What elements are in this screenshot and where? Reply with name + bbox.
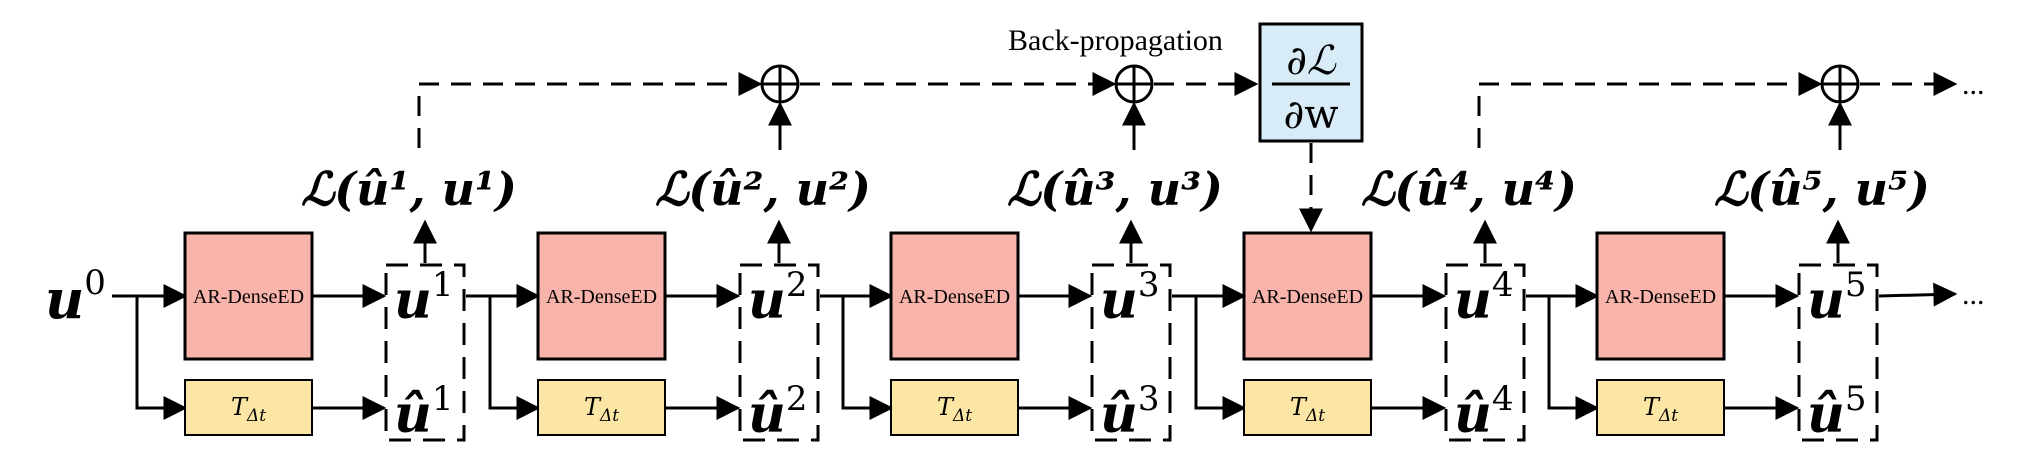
solver-input-arrow [1547, 296, 1600, 420]
time-step-4: AR-DenseED TΔt u4 û4 ℒ(û⁴, u⁴) [1172, 162, 1577, 445]
gradient-denominator: ∂w [1284, 92, 1339, 138]
sum-node [1114, 64, 1154, 104]
loss-label: ℒ(û⁵, u⁵) [1714, 162, 1930, 216]
solver-input-arrow [488, 296, 541, 420]
sum-node [760, 64, 800, 104]
solver-block-label: TΔt [937, 393, 972, 426]
continuation-mid: ... [1962, 278, 1985, 311]
loss-path-segment [417, 72, 763, 148]
solver-block-label: TΔt [231, 393, 266, 426]
time-step-1: AR-DenseED TΔt u1 û1 ℒ(û¹, u¹) [112, 162, 517, 445]
predicted-state-label: u1 [394, 265, 453, 331]
state-pair-box [738, 263, 820, 442]
reference-state-label: û5 [1807, 379, 1866, 445]
solver-block [537, 379, 666, 436]
predicted-state-label: u2 [748, 265, 807, 331]
solver-input-arrow [135, 296, 188, 420]
loss-label: ℒ(û⁴, u⁴) [1361, 162, 1577, 216]
predicted-state-label: u5 [1807, 265, 1866, 331]
network-block-label: AR-DenseED [546, 286, 657, 308]
solver-block [890, 379, 1019, 436]
reference-state-label: û2 [748, 379, 807, 445]
solver-block [1596, 379, 1725, 436]
reference-state-label: û1 [394, 379, 453, 445]
network-block [1595, 231, 1726, 361]
final-output-arrow [1878, 282, 1958, 307]
reference-state-label: û4 [1454, 379, 1513, 445]
continuation-top: ... [1962, 68, 1985, 101]
loss-label: ℒ(û³, u³) [1007, 162, 1223, 216]
solver-block-label: TΔt [584, 393, 619, 426]
gradient-box: ∂ℒ ∂w [1258, 22, 1364, 143]
network-block-label: AR-DenseED [899, 286, 1010, 308]
solver-block [184, 379, 313, 436]
reference-state-label: û3 [1100, 379, 1159, 445]
time-step-2: AR-DenseED TΔt u2 û2 ℒ(û², u²) [466, 162, 871, 445]
network-block-label: AR-DenseED [193, 286, 304, 308]
loss-accumulation-path [417, 64, 1958, 233]
solver-block [1243, 379, 1372, 436]
sum-node [1820, 64, 1860, 104]
state-pair-box [1797, 263, 1879, 442]
state-pair-box [384, 263, 466, 442]
solver-block-label: TΔt [1643, 393, 1678, 426]
network-block-label: AR-DenseED [1605, 286, 1716, 308]
solver-block-label: TΔt [1290, 393, 1325, 426]
solver-input-arrow [1194, 296, 1247, 420]
state-pair-box [1444, 263, 1526, 442]
initial-state-label: u0 [45, 263, 106, 331]
solver-input-arrow [841, 296, 894, 420]
gradient-numerator: ∂ℒ [1286, 38, 1337, 84]
predicted-state-label: u4 [1454, 265, 1513, 331]
loss-path-segment [1477, 72, 1823, 148]
network-block [1242, 231, 1373, 361]
backprop-label: Back-propagation [1008, 24, 1223, 57]
network-block-label: AR-DenseED [1252, 286, 1363, 308]
time-steps: AR-DenseED TΔt u1 û1 ℒ(û¹, u¹) AR-DenseED TΔt u… [112, 162, 1958, 445]
loss-label: ℒ(û², u²) [655, 162, 871, 216]
time-step-3: AR-DenseED TΔt u3 û3 ℒ(û³, u³) [820, 162, 1223, 445]
time-step-5: AR-DenseED TΔt u5 û5 ℒ(û⁵, u⁵) [1526, 162, 1930, 445]
network-block [536, 231, 667, 361]
predicted-state-label: u3 [1100, 265, 1159, 331]
loss-label: ℒ(û¹, u¹) [301, 162, 517, 216]
state-pair-box [1090, 263, 1172, 442]
